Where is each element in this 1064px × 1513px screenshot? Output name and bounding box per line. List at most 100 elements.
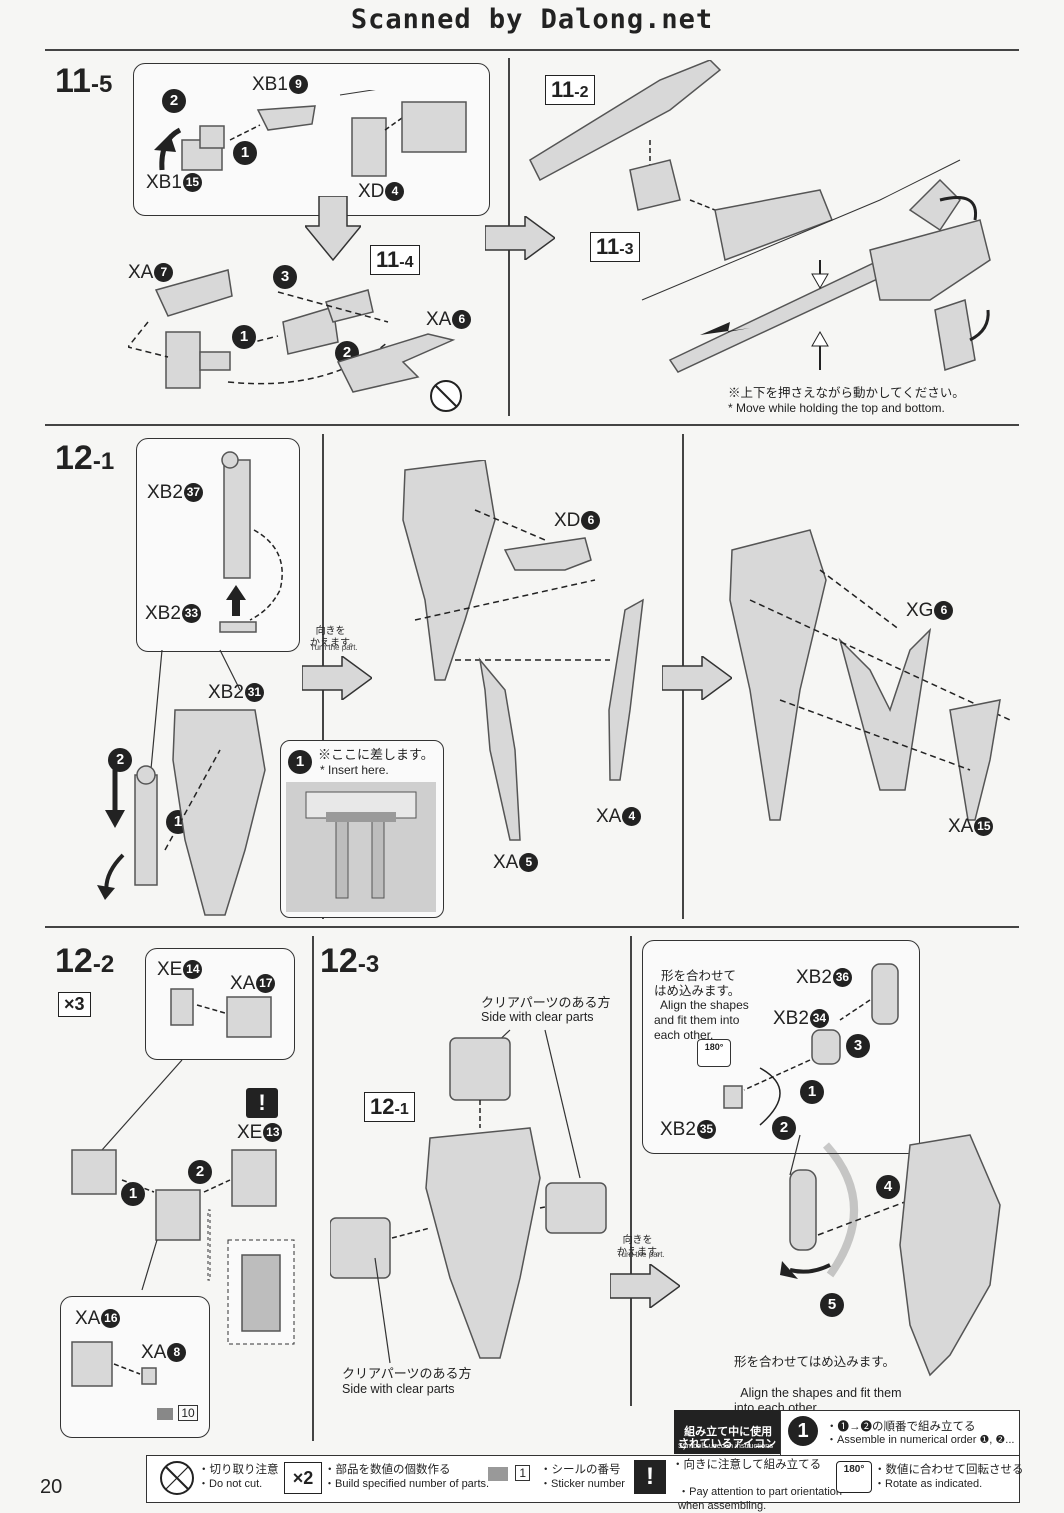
step-badge: 3	[273, 265, 297, 289]
attention-icon: !	[246, 1088, 278, 1118]
next-arrow-icon	[662, 656, 732, 700]
step-11-5-bottom-parts	[128, 269, 462, 412]
step-badge: 1	[288, 750, 312, 774]
step-badge: 2	[772, 1116, 796, 1140]
step-12-2-bottom-parts	[71, 1341, 157, 1387]
legend-cut-jp: ・切り取り注意	[198, 1464, 279, 1476]
step-11-5-top-parts	[154, 90, 467, 177]
ref-box-11-4: 11-4	[370, 245, 420, 275]
section-rule-1	[45, 424, 1019, 426]
step-11-right-parts	[529, 60, 991, 373]
order-badge-icon: 1	[788, 1416, 818, 1446]
step-badge: 2	[108, 748, 132, 772]
multiplier-icon: ×2	[284, 1462, 322, 1494]
step-badge: 3	[846, 1034, 870, 1058]
sticker-number-icon: 1	[488, 1465, 531, 1481]
step-12-1-main-parts	[97, 709, 266, 916]
rotate-180-icon: 180°	[697, 1039, 731, 1067]
next-arrow-icon	[485, 216, 555, 260]
step-badge: 4	[876, 1175, 900, 1199]
align-note-jp: 形を合わせて はめ込みます。	[654, 968, 741, 999]
clear-side-note-jp-2: クリアパーツのある方	[342, 1366, 472, 1381]
legend-sticker-en: ・Sticker number	[540, 1478, 625, 1490]
step-12-1-title: 12-1	[55, 439, 115, 477]
step-12-1-subpanel-parts	[219, 451, 283, 633]
turn-part-note-en: Turn the part.	[310, 643, 358, 652]
step-badge: 1	[232, 325, 256, 349]
multiplier-box: ×3	[58, 992, 91, 1017]
step-badge: 2	[188, 1160, 212, 1184]
legend-build-jp: ・部品を数値の個数作る	[324, 1464, 451, 1476]
turn-part-note: 向きを かえます。	[617, 1235, 666, 1258]
down-arrow-icon	[305, 196, 361, 262]
clear-side-note-en-2: Side with clear parts	[342, 1382, 455, 1396]
move-note-en: * Move while holding the top and bottom.	[728, 401, 945, 415]
legend-rotate-en: ・Rotate as indicated.	[874, 1478, 983, 1490]
callout-lines	[149, 649, 241, 781]
section-rule-2	[45, 926, 1019, 928]
step-12-1-subpanel	[136, 438, 300, 652]
step-badge: 5	[820, 1293, 844, 1317]
step-11-5-title: 11-5	[55, 62, 113, 100]
vertical-rule-5	[630, 936, 632, 1406]
header-rule	[45, 49, 1019, 51]
insert-note-en: * Insert here.	[320, 763, 389, 777]
insert-note-jp: ※ここに差します。	[318, 747, 434, 762]
legend-build-en: ・Build specified number of parts.	[324, 1478, 490, 1490]
legend-cut-en: ・Do not cut.	[198, 1478, 263, 1490]
attention-icon: !	[634, 1460, 666, 1494]
move-note-jp: ※上下を押さえながら動かしてください。	[728, 386, 965, 400]
step-badge: 1	[121, 1182, 145, 1206]
do-not-cut-icon	[160, 1461, 194, 1495]
step-12-1-right-parts	[729, 529, 1010, 821]
insert-detail-image	[286, 782, 436, 912]
legend-sticker-jp: ・シールの番号	[540, 1464, 621, 1476]
turn-part-note-en: Turn the part.	[617, 1250, 665, 1259]
step-12-3-title: 12-3	[320, 942, 380, 980]
turn-part-note: 向きを かえます。	[310, 626, 359, 649]
ref-box-11-2: 11-2	[545, 75, 595, 105]
step-12-3-subpanel-parts	[723, 963, 899, 1126]
scan-header: Scanned by Dalong.net	[350, 4, 714, 35]
ref-box-11-3: 11-3	[590, 232, 640, 262]
legend-orient-en: ・Pay attention to part orientation when …	[678, 1485, 843, 1512]
clear-side-note-en: Side with clear parts	[481, 1010, 594, 1024]
clear-side-note-jp: クリアパーツのある方	[481, 995, 611, 1010]
step-12-1-middle-parts	[402, 460, 644, 841]
vertical-rule-4	[312, 936, 314, 1441]
legend-title-box: 組み立て中に使用 されているアイコン	[674, 1410, 780, 1454]
step-12-2-title: 12-2	[55, 942, 115, 980]
step-badge: 1	[800, 1080, 824, 1104]
align-note-jp-2: 形を合わせてはめ込みます。	[734, 1355, 896, 1369]
step-badge: 1	[233, 141, 257, 165]
step-badge: 2	[162, 89, 186, 113]
step-12-3-right-parts	[780, 1134, 1001, 1377]
legend-title-en: Symbols used in instructions	[678, 1441, 774, 1450]
next-arrow-icon	[610, 1264, 680, 1308]
page-number: 20	[40, 1476, 63, 1498]
sticker-indicator: 10	[157, 1405, 198, 1421]
align-note-en: Align the shapes and fit them into each …	[654, 998, 749, 1042]
legend-rotate-jp: ・数値に合わせて回転させる	[874, 1464, 1024, 1476]
legend-orient-jp: ・向きに注意して組み立てる	[672, 1459, 822, 1471]
step-12-3-main-parts	[330, 1029, 607, 1364]
